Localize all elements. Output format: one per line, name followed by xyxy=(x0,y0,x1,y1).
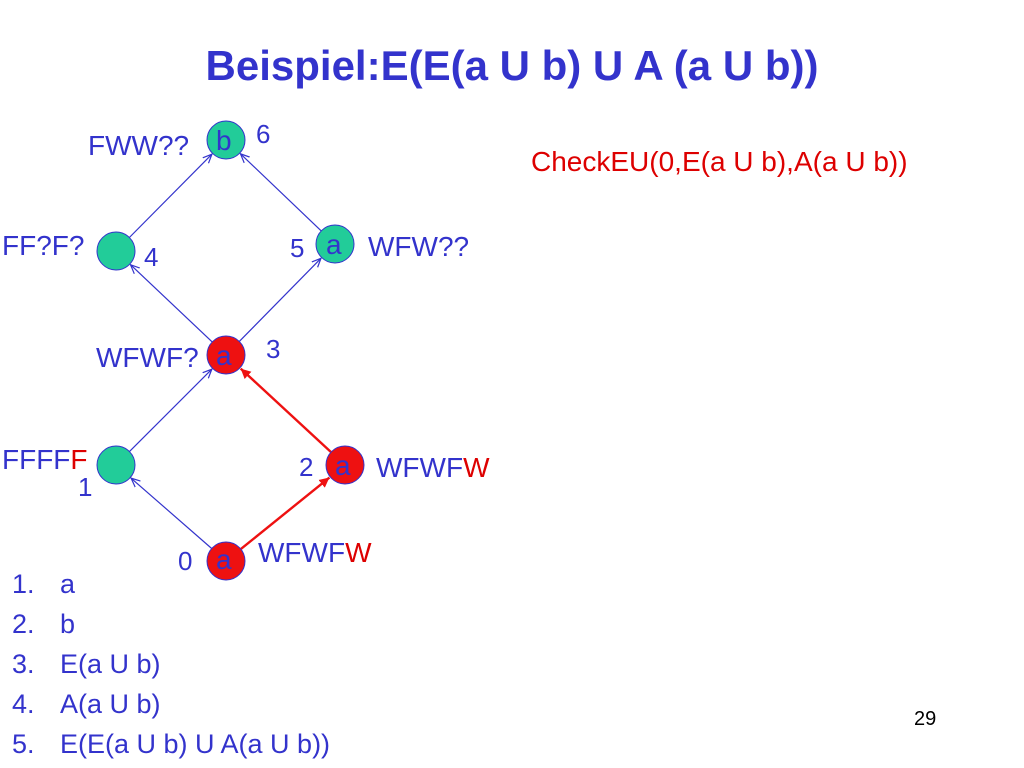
node-letter-0: a xyxy=(216,544,232,575)
node-label-3: WFWF? xyxy=(96,342,199,373)
node-number-2: 2 xyxy=(299,452,314,482)
node-letter-3: a xyxy=(216,340,232,371)
node-label-2: WFWFW xyxy=(376,452,490,483)
formula-list: 1.a 2.b 3.E(a U b) 4.A(a U b) 5.E(E(a U … xyxy=(12,564,330,764)
node-number-4: 4 xyxy=(144,242,159,272)
node-number-1: 1 xyxy=(78,472,93,502)
node-6 xyxy=(206,120,246,160)
formula-item-2: 2.b xyxy=(12,609,76,639)
node-0 xyxy=(206,541,246,581)
node-number-3: 3 xyxy=(266,334,281,364)
edge-3-4 xyxy=(131,265,213,343)
formula-item-5: 5.E(E(a U b) U A(a U b)) xyxy=(12,729,331,759)
edge-0-1 xyxy=(131,478,213,549)
node-label-5: WFW?? xyxy=(368,231,470,262)
node-label-1: FFFFF xyxy=(2,444,88,475)
node-label-0: WFWFW xyxy=(258,537,372,568)
node-1 xyxy=(96,445,136,485)
node-letter-5: a xyxy=(326,229,342,260)
node-3 xyxy=(206,335,246,375)
node-number-5: 5 xyxy=(290,233,305,263)
node-4 xyxy=(96,231,136,271)
node-label-4: FF?F? xyxy=(2,230,85,261)
edge-4-6 xyxy=(128,154,212,238)
formula-item-4: 4.A(a U b) xyxy=(12,689,161,719)
formula-item-1: 1.a xyxy=(12,569,76,599)
edge-0-2 xyxy=(240,476,331,551)
node-letter-2: a xyxy=(335,450,351,481)
page-number: 29 xyxy=(914,708,937,730)
formula-item-3: 3.E(a U b) xyxy=(12,649,161,679)
slide-title: Beispiel:E(E(a U b) U A (a U b)) xyxy=(205,42,819,89)
node-5 xyxy=(315,224,355,264)
node-2 xyxy=(325,445,365,485)
edge-3-5 xyxy=(238,258,321,342)
checkeu-call: CheckEU(0,E(a U b),A(a U b)) xyxy=(531,146,908,177)
edge-2-3 xyxy=(239,367,332,453)
node-label-6: FWW?? xyxy=(88,130,190,161)
edge-5-6 xyxy=(240,154,322,232)
node-number-0: 0 xyxy=(178,546,193,576)
node-number-6: 6 xyxy=(256,119,271,149)
edge-1-3 xyxy=(129,369,211,452)
node-letter-6: b xyxy=(216,125,232,156)
